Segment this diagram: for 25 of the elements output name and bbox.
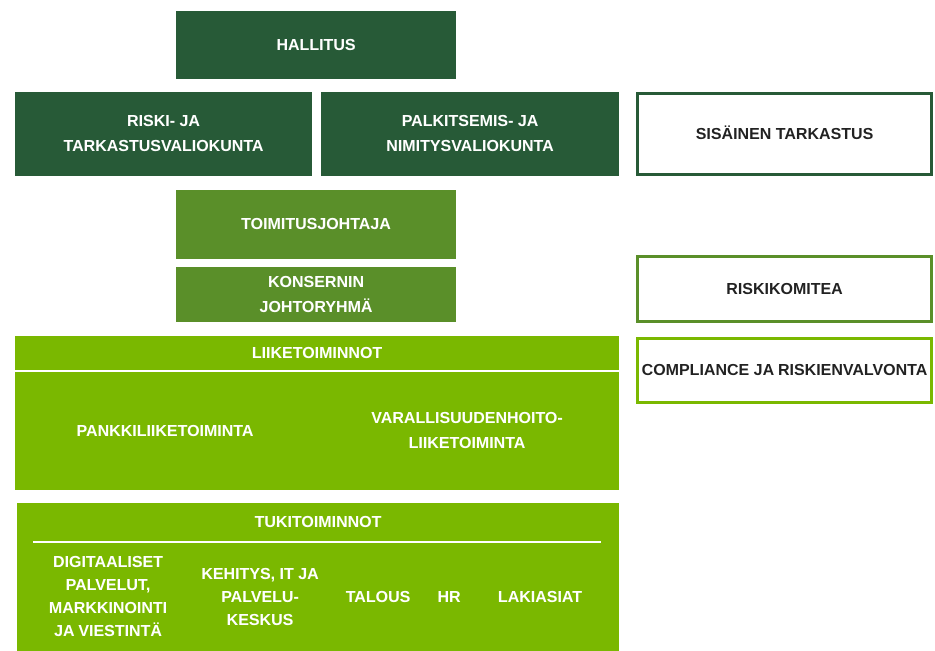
unit-label: HALLITUS (276, 36, 356, 56)
group-heading: TUKITOIMINNOT (254, 512, 382, 532)
control-box (636, 337, 933, 404)
control-box (636, 92, 933, 176)
board-box (321, 92, 619, 176)
unit-label: COMPLIANCE JA RISKIENVALVONTA (642, 361, 928, 381)
control-box (636, 255, 933, 323)
unit-label: PALKITSEMIS- JA NIMITYSVALIOKUNTA (385, 112, 555, 157)
unit-label: HR (437, 588, 461, 608)
management-box (176, 267, 456, 322)
unit-label: DIGITAALISET PALVELUT, MARKKINOINTI JA VIESTINTÄ (48, 553, 168, 642)
unit-label: VARALLISUUDENHOITO- LIIKETOIMINTA (370, 409, 564, 454)
unit-label: TOIMITUSJOHTAJA (241, 215, 391, 235)
unit-label: KONSERNIN JOHTORYHMÄ (258, 272, 374, 318)
unit-label: RISKI- JA TARKASTUSVALIOKUNTA (62, 112, 264, 157)
board-box (15, 92, 312, 176)
management-box (176, 190, 456, 259)
unit-label: TALOUS (346, 588, 410, 608)
unit-label: SISÄINEN TARKASTUS (696, 124, 874, 144)
unit-label: KEHITYS, IT JA PALVELU- KESKUS (200, 564, 320, 630)
group-heading: LIIKETOIMINNOT (252, 344, 382, 364)
unit-label: RISKIKOMITEA (726, 280, 843, 300)
board-box (176, 11, 456, 79)
unit-label: PANKKILIIKETOIMINTA (76, 422, 254, 442)
unit-label: LAKIASIAT (498, 588, 582, 608)
